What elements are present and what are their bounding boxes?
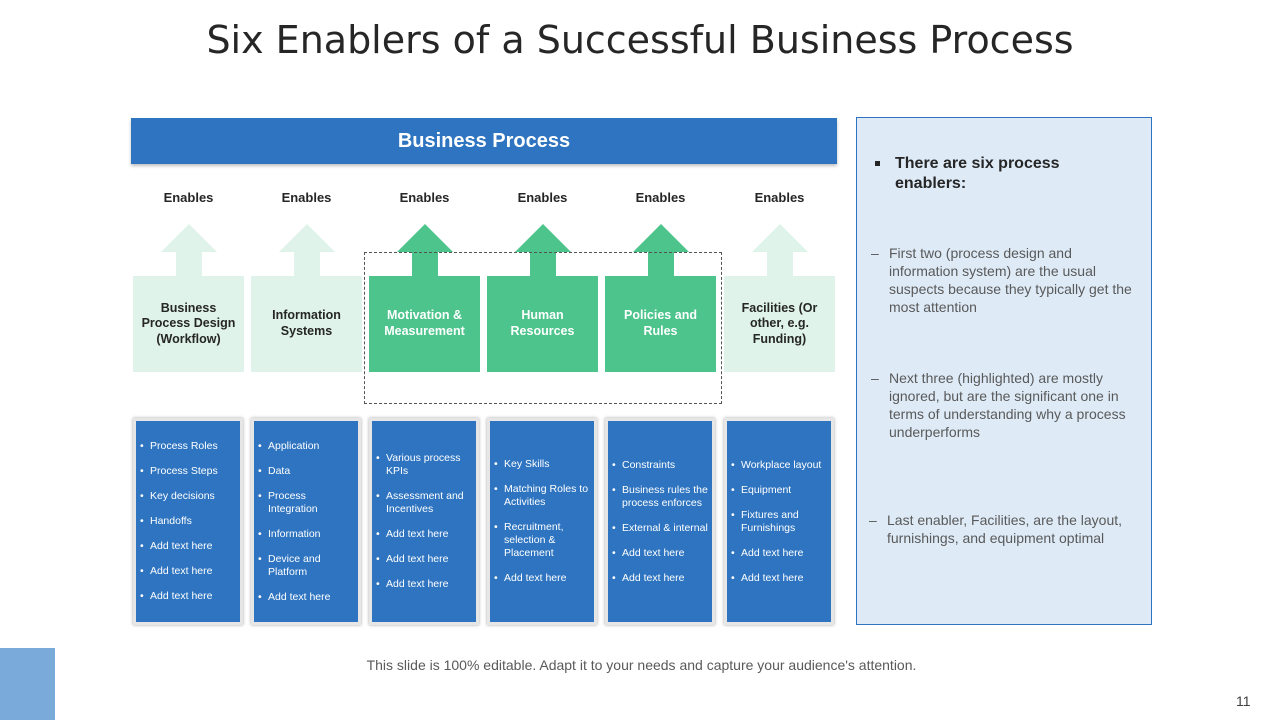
dash-icon: – [871,245,879,261]
enabler-box: Policies and Rules [605,276,716,372]
detail-item: Add text here [731,547,827,560]
slide-title: Six Enablers of a Successful Business Pr… [206,18,1074,62]
enabler-details: Process RolesProcess StepsKey decisionsH… [133,418,243,625]
highlight-frame [364,252,722,404]
side-point-1: – First two (process design and informat… [871,245,1132,315]
enabler-details: ApplicationDataProcess IntegrationInform… [251,418,361,625]
detail-item: Matching Roles to Activities [494,483,590,509]
enabler-box: Motivation & Measurement [369,276,480,372]
corner-decoration [0,648,55,720]
detail-item: Business rules the process enforces [612,484,708,510]
detail-item: Equipment [731,484,827,497]
enabler-details: ConstraintsBusiness rules the process en… [605,418,715,625]
detail-item: Add text here [731,572,827,585]
side-point-2: – Next three (highlighted) are mostly ig… [871,370,1126,440]
enabler-details: Key SkillsMatching Roles to ActivitiesRe… [487,418,597,625]
dash-icon: – [869,512,877,528]
enables-label: Enables [754,190,805,205]
detail-item: Application [258,440,354,453]
detail-item: Process Integration [258,490,354,516]
detail-item: Workplace layout [731,459,827,472]
detail-item: Various process KPIs [376,452,472,478]
side-point-3: – Last enabler, Facilities, are the layo… [869,512,1123,546]
up-arrow-icon [160,224,217,276]
detail-item: Add text here [376,578,472,591]
detail-item: Add text here [140,565,236,578]
detail-item: Process Roles [140,440,236,453]
enabler-box: Business Process Design (Workflow) [133,276,244,372]
detail-item: Add text here [612,547,708,560]
enabler-details: Various process KPIsAssessment and Incen… [369,418,479,625]
detail-item: Add text here [140,540,236,553]
detail-item: Assessment and Incentives [376,490,472,516]
enables-label: Enables [517,190,568,205]
up-arrow-icon [396,224,453,276]
up-arrow-icon [278,224,335,276]
detail-item: Add text here [494,572,590,585]
enables-label: Enables [399,190,450,205]
up-arrow-icon [751,224,808,276]
enabler-box: Information Systems [251,276,362,372]
business-process-header: Business Process [131,118,837,164]
detail-item: Recruitment, selection & Placement [494,521,590,560]
detail-item: Add text here [612,572,708,585]
enabler-details: Workplace layoutEquipmentFixtures and Fu… [724,418,834,625]
detail-item: Add text here [376,528,472,541]
detail-item: Add text here [140,590,236,603]
enables-label: Enables [635,190,686,205]
detail-item: Data [258,465,354,478]
enabler-box: Facilities (Or other, e.g. Funding) [724,276,835,372]
detail-item: Information [258,528,354,541]
footer-note: This slide is 100% editable. Adapt it to… [366,657,917,673]
detail-item: Key Skills [494,458,590,471]
detail-item: Add text here [258,591,354,604]
detail-item: External & internal [612,522,708,535]
detail-item: Key decisions [140,490,236,503]
detail-item: Process Steps [140,465,236,478]
detail-item: Handoffs [140,515,236,528]
up-arrow-icon [514,224,571,276]
side-panel: There are six process enablers: – First … [856,117,1152,625]
up-arrow-icon [632,224,689,276]
dash-icon: – [871,370,879,386]
detail-item: Fixtures and Furnishings [731,509,827,535]
enables-label: Enables [163,190,214,205]
detail-item: Device and Platform [258,553,354,579]
side-panel-heading: There are six process enablers: [875,154,1125,194]
square-bullet-icon [875,161,880,166]
page-number: 11 [1236,693,1251,709]
enables-label: Enables [281,190,332,205]
enabler-box: Human Resources [487,276,598,372]
detail-item: Constraints [612,459,708,472]
detail-item: Add text here [376,553,472,566]
